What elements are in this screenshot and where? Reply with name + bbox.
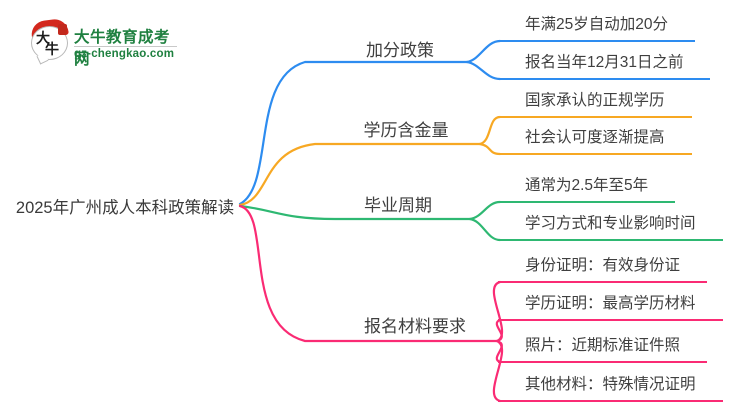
branch-materials-connectors — [238, 204, 504, 403]
logo-url: gz-chengkao.com — [74, 48, 175, 60]
logo-divider — [74, 46, 177, 47]
logo-mark-char: 大 — [36, 31, 50, 47]
leaf-node: 报名当年12月31日之前 — [498, 52, 711, 80]
leaf-node: 身份证明：有效身份证 — [498, 255, 708, 283]
branch-label-materials: 报名材料要求 — [364, 317, 466, 336]
leaf-node: 通常为2.5年至5年 — [498, 175, 676, 203]
branch-label-bonus-policy: 加分政策 — [366, 41, 434, 60]
branch-label-degree-value: 学历含金量 — [363, 121, 449, 140]
logo-title: 大牛教育成考网 — [74, 29, 171, 68]
logo-mark-char: 牛 — [45, 42, 59, 58]
leaf-node: 年满25岁自动加20分 — [498, 14, 695, 42]
leaf-node: 国家承认的正规学历 — [498, 90, 692, 118]
branch-graduation-period-connectors — [238, 200, 502, 242]
leaf-node: 其他材料：特殊情况证明 — [498, 374, 723, 402]
leaf-node: 社会认可度逐渐提高 — [498, 127, 692, 155]
branch-degree-value-connectors — [238, 115, 502, 207]
central-topic: 2025年广州成人本科政策解读 — [15, 199, 235, 217]
branch-label-graduation-period: 毕业周期 — [364, 196, 432, 215]
branch-bonus-policy-connectors — [238, 39, 502, 206]
site-logo[interactable]: 大 牛 大牛教育成考网 gz-chengkao.com — [14, 10, 184, 68]
leaf-node: 照片：近期标准证件照 — [498, 335, 708, 363]
leaf-node: 学历证明：最高学历材料 — [498, 293, 723, 321]
logo-seal-icon — [58, 24, 67, 35]
leaf-node: 学习方式和专业影响时间 — [498, 213, 723, 241]
